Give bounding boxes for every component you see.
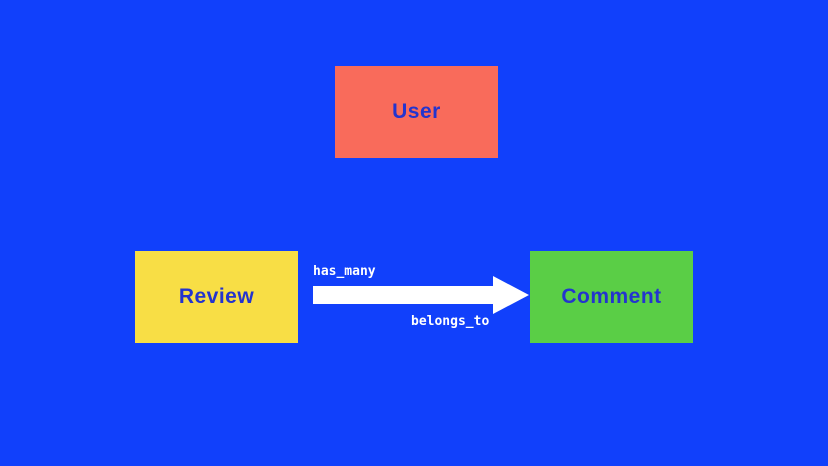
relationship-arrow-icon (313, 276, 529, 314)
entity-label-user: User (392, 100, 441, 123)
relationship-label-has-many: has_many (313, 264, 376, 279)
entity-label-review: Review (178, 285, 255, 308)
entity-label-comment: Comment (561, 285, 662, 308)
entity-box-review[interactable]: Review (135, 251, 298, 343)
entity-box-comment[interactable]: Comment (530, 251, 693, 343)
relationship-label-belongs-to: belongs_to (411, 314, 490, 329)
entity-box-user[interactable]: User (335, 66, 498, 158)
